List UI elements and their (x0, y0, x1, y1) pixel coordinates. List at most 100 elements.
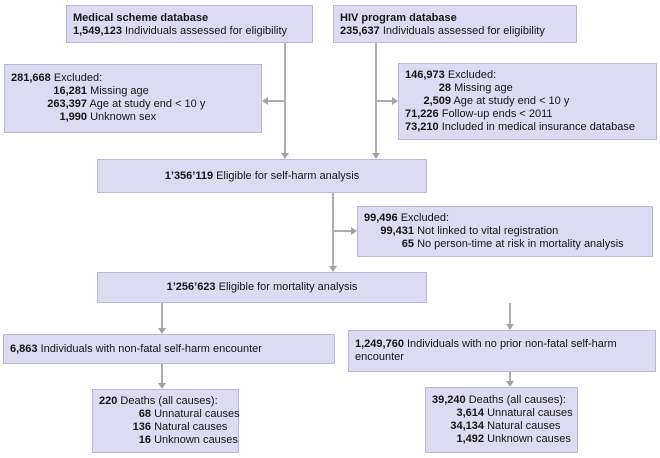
box-line: 16,281 Missing age (11, 85, 255, 98)
stat-label: Included in medical insurance database (441, 121, 635, 133)
arrowhead-down-icon (505, 324, 514, 330)
arrowhead-down-icon (280, 153, 289, 159)
stat-number: 71,226 (405, 108, 439, 120)
mortality-eligible-box: 1’256’623 Eligible for mortality analysi… (97, 272, 427, 303)
stat-number: 1’256’623 (166, 281, 216, 293)
stat-label: Unnatural causes (154, 408, 240, 420)
box-line: 2,509 Age at study end < 10 y (405, 95, 650, 108)
box-line: 99,431 Not linked to vital registration (364, 225, 646, 238)
box-line: 6,863 Individuals with non-fatal self-ha… (10, 343, 262, 356)
stat-label: Natural causes (154, 421, 228, 433)
box-title: Medical scheme database (73, 12, 209, 24)
stat-number: 136 (132, 421, 151, 433)
stat-label: Eligible for mortality analysis (218, 281, 358, 293)
stat-label: Follow-up ends < 2011 (441, 108, 553, 120)
stat-label: Age at study end < 10 y (453, 95, 570, 107)
stat-number: 263,397 (47, 98, 87, 110)
deaths-no-selfharm-box: 39,240 Deaths (all causes): 3,614 Unnatu… (425, 387, 578, 453)
box-line: 16 Unknown causes (99, 434, 238, 447)
connector-excluded-medical (268, 100, 285, 102)
connector-medical-down (284, 43, 286, 153)
stat-label: Unknown sex (90, 111, 157, 123)
stat-number: 146,973 (405, 69, 445, 81)
stat-number: 1’356’119 (164, 169, 214, 182)
stat-number: 73,210 (405, 121, 439, 133)
stat-number: 3,614 (456, 407, 484, 419)
arrowhead-down-icon (157, 383, 166, 389)
stat-number: 1,990 (59, 111, 87, 123)
connector-mortality-to-no-selfharm-cohort (509, 303, 511, 324)
stat-label: Individuals assessed for eligibility (382, 25, 545, 37)
box-line: 68 Unnatural causes (99, 408, 240, 421)
arrowhead-right-icon (351, 226, 357, 235)
box-line: 220 Deaths (all causes): (99, 395, 232, 408)
box-title: HIV program database (340, 12, 457, 24)
stat-number: 6,863 (10, 342, 38, 355)
arrowhead-down-icon (505, 381, 514, 387)
excluded-mortality-box: 99,496 Excluded: 99,431 Not linked to vi… (357, 206, 653, 257)
stat-number: 235,637 (340, 25, 380, 37)
hiv-database-box: HIV program database 235,637 Individuals… (333, 5, 577, 43)
deaths-selfharm-box: 220 Deaths (all causes): 68 Unnatural ca… (92, 389, 240, 453)
box-line: 263,397 Age at study end < 10 y (11, 98, 255, 111)
stat-number: 2,509 (423, 95, 451, 107)
stat-number: 1,492 (456, 433, 484, 445)
arrowhead-down-icon (157, 328, 166, 334)
arrowhead-down-icon (371, 153, 380, 159)
box-line: 28 Missing age (405, 82, 650, 95)
selfharm-cohort-box: 6,863 Individuals with non-fatal self-ha… (3, 334, 335, 364)
stat-number: 16 (138, 434, 151, 446)
excluded-medical-box: 281,668 Excluded: 16,281 Missing age 263… (4, 64, 262, 133)
stat-label: Excluded: (447, 69, 497, 81)
stat-label: Deaths (all causes): (468, 394, 566, 406)
arrowhead-right-icon (392, 96, 398, 105)
excluded-hiv-box: 146,973 Excluded: 28 Missing age 2,509 A… (398, 63, 657, 140)
stat-label: Individuals with non-fatal self-harm enc… (40, 342, 262, 355)
box-line: 73,210 Included in medical insurance dat… (405, 121, 650, 134)
stat-label: Individuals assessed for eligibility (125, 25, 288, 37)
stat-number: 99,431 (380, 225, 414, 237)
box-line: 1’256’623 Eligible for mortality analysi… (167, 281, 358, 294)
stat-label: Excluded: (400, 212, 450, 224)
box-line: 1,249,760 Individuals with no prior non-… (355, 338, 649, 364)
stat-label: Deaths (all causes): (120, 395, 218, 407)
stat-number: 220 (99, 395, 118, 407)
stat-label: Individuals with no prior non-fatal self… (355, 338, 617, 363)
box-line: 3,614 Unnatural causes (432, 407, 573, 420)
connector-selfharm-cohort-to-deaths (161, 364, 163, 383)
no-selfharm-cohort-box: 1,249,760 Individuals with no prior non-… (348, 330, 656, 372)
box-line: 136 Natural causes (99, 421, 232, 434)
stat-label: Unknown causes (487, 433, 571, 445)
connector-no-selfharm-cohort-to-deaths (509, 372, 511, 381)
connector-mortality-to-selfharm-cohort (161, 303, 163, 328)
stat-number: 28 (438, 82, 451, 94)
stat-label: Unnatural causes (487, 407, 573, 419)
stat-label: Unknown causes (154, 434, 238, 446)
stat-number: 65 (401, 238, 414, 250)
stat-label: Eligible for self-harm analysis (216, 169, 360, 182)
box-line: 281,668 Excluded: (11, 72, 255, 85)
stat-label: Natural causes (487, 420, 561, 432)
stat-number: 16,281 (53, 85, 87, 97)
connector-excluded-hiv (376, 100, 393, 102)
connector-hiv-down (375, 43, 377, 153)
stat-label: Excluded: (53, 72, 103, 84)
stat-number: 1,249,760 (355, 338, 404, 350)
box-line: 235,637 Individuals assessed for eligibi… (340, 25, 570, 38)
medical-database-box: Medical scheme database 1,549,123 Indivi… (66, 5, 313, 43)
arrowhead-left-icon (262, 96, 268, 105)
box-line: 146,973 Excluded: (405, 69, 650, 82)
stat-number: 99,496 (364, 212, 398, 224)
stat-number: 34,134 (450, 420, 484, 432)
arrowhead-down-icon (328, 266, 337, 272)
box-line: 1,492 Unknown causes (432, 433, 571, 446)
box-line: 1’356’119 Eligible for self-harm analysi… (165, 170, 359, 183)
box-line: 99,496 Excluded: (364, 212, 646, 225)
box-line: 1,549,123 Individuals assessed for eligi… (73, 25, 306, 38)
stat-number: 281,668 (11, 72, 51, 84)
stat-label: Age at study end < 10 y (89, 98, 206, 110)
stat-label: Missing age (90, 85, 149, 97)
box-line: 65 No person-time at risk in mortality a… (364, 238, 646, 251)
stat-number: 68 (138, 408, 151, 420)
